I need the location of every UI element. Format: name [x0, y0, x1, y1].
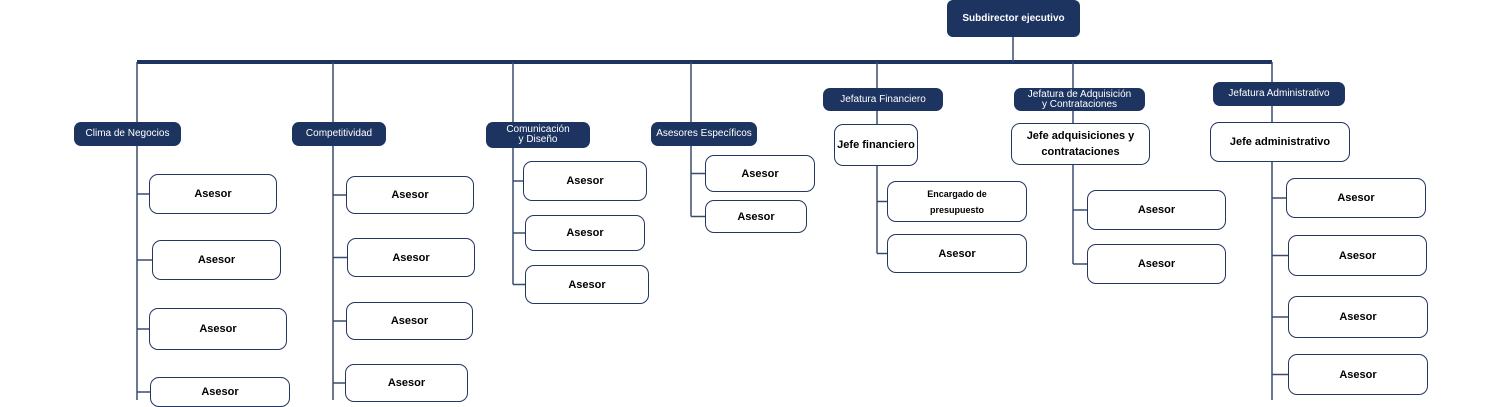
child-node: Asesor — [1288, 354, 1428, 395]
child-node-label: Asesor — [194, 188, 232, 200]
child-node: Encargado de presupuesto — [887, 181, 1027, 222]
department-node-label: Comunicación y Diseño — [506, 124, 570, 145]
child-node-label: Encargado de presupuesto — [927, 188, 987, 215]
department-node-label: Competitividad — [305, 128, 373, 139]
child-node: Asesor — [149, 174, 277, 214]
child-node-label: Asesor — [1338, 249, 1377, 262]
child-node-label: Asesor — [1137, 258, 1176, 270]
child-node: Asesor — [525, 265, 649, 304]
child-node-label: Asesor — [566, 175, 604, 187]
child-node: Asesor — [149, 308, 287, 350]
department-node-label: Asesores Específicos — [656, 128, 752, 139]
child-node: Asesor — [346, 176, 474, 214]
head-node-label: Jefe administrativo — [1229, 136, 1331, 148]
child-node: Asesor — [705, 155, 815, 192]
child-node-label: Asesor — [201, 386, 239, 398]
child-node: Asesor — [1288, 296, 1428, 338]
child-node-label: Asesor — [392, 251, 430, 264]
child-node-label: Asesor — [1337, 192, 1375, 204]
child-node-label: Asesor — [391, 189, 429, 201]
root-node-label: Subdirector ejecutivo — [962, 13, 1065, 24]
head-node-label: Jefe adquisiciones y contrataciones — [1026, 130, 1135, 158]
head-node-label: Jefe financiero — [837, 139, 915, 151]
child-node: Asesor — [1286, 178, 1426, 218]
head-node: Jefe adquisiciones y contrataciones — [1011, 123, 1150, 165]
child-node: Asesor — [345, 364, 468, 402]
child-node: Asesor — [1087, 190, 1226, 230]
child-node: Asesor — [1087, 244, 1226, 284]
child-node: Asesor — [705, 200, 807, 233]
child-node-label: Asesor — [197, 254, 236, 266]
department-node: Competitividad — [292, 122, 386, 146]
head-node: Jefe financiero — [834, 124, 918, 166]
child-node: Asesor — [152, 240, 281, 280]
child-node: Asesor — [347, 238, 475, 277]
child-node-label: Asesor — [737, 210, 775, 223]
child-node-label: Asesor — [199, 323, 237, 335]
department-node-label: Clima de Negocios — [85, 128, 170, 139]
department-node: Clima de Negocios — [74, 122, 181, 146]
child-node-label: Asesor — [387, 377, 426, 389]
child-node: Asesor — [887, 234, 1027, 273]
child-node-label: Asesor — [1339, 368, 1377, 381]
head-node: Jefe administrativo — [1210, 122, 1350, 162]
child-node-label: Asesor — [568, 278, 606, 291]
child-node-label: Asesor — [741, 167, 779, 180]
department-node: Jefatura Financiero — [823, 88, 943, 111]
department-node-label: Jefatura Administrativo — [1228, 88, 1330, 99]
child-node-label: Asesor — [1339, 311, 1377, 323]
child-node-label: Asesor — [390, 315, 429, 327]
department-node: Comunicación y Diseño — [486, 122, 590, 148]
department-node-label: Jefatura de Adquisición y Contrataciones — [1027, 88, 1132, 110]
child-node-label: Asesor — [1137, 204, 1176, 216]
department-node-label: Jefatura Financiero — [840, 93, 926, 105]
child-node: Asesor — [346, 302, 473, 340]
child-node: Asesor — [150, 377, 290, 407]
department-node: Asesores Específicos — [651, 122, 757, 146]
department-node: Jefatura de Adquisición y Contrataciones — [1014, 88, 1145, 111]
child-node: Asesor — [523, 161, 647, 201]
root-node-subdirector: Subdirector ejecutivo — [947, 0, 1080, 37]
child-node-label: Asesor — [938, 247, 976, 260]
child-node: Asesor — [1288, 235, 1427, 276]
child-node-label: Asesor — [566, 227, 604, 239]
department-node: Jefatura Administrativo — [1213, 82, 1345, 106]
child-node: Asesor — [525, 215, 645, 251]
